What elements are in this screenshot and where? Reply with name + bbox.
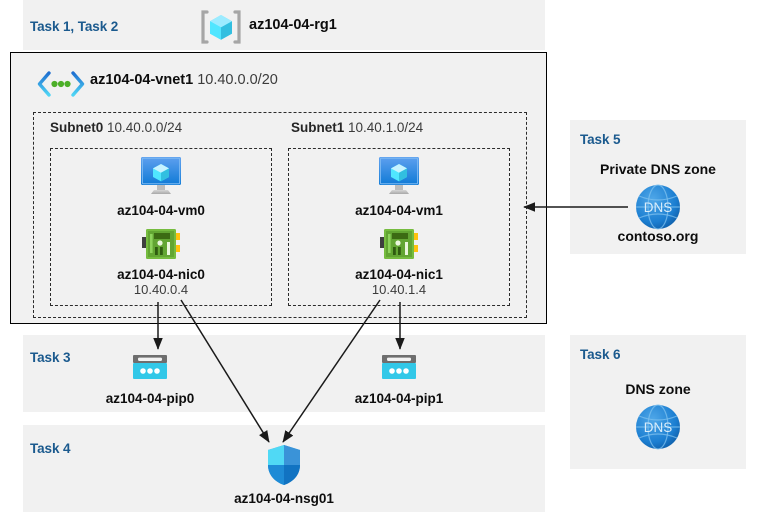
virtual-machine-icon (141, 157, 181, 194)
virtual-network-icon (36, 70, 86, 98)
nic0-ip: 10.40.0.4 (133, 282, 189, 297)
subnet0-name: Subnet0 (50, 120, 104, 135)
task-label-3: Task 3 (30, 350, 71, 365)
header-band-task1-task2 (23, 0, 545, 50)
subnet1-name: Subnet1 (291, 120, 345, 135)
nic1-label: az104-04-nic1 (355, 267, 443, 282)
task-label-6: Task 6 (580, 347, 621, 362)
task-label-1-2: Task 1, Task 2 (30, 19, 119, 34)
dns-zone-globe-icon: DNS (629, 182, 687, 232)
private-dns-zone-name: contoso.org (617, 228, 699, 244)
svg-text:DNS: DNS (644, 420, 673, 435)
public-ip-address-icon (382, 355, 416, 379)
virtual-machine-icon (379, 157, 419, 194)
vnet-container (10, 52, 547, 324)
private-dns-zone-heading: Private DNS zone (600, 161, 716, 177)
subnet1-box (288, 148, 510, 306)
node-vm0: az104-04-vm0 (81, 155, 241, 218)
subnet0-cidr: 10.40.0.0/24 (107, 120, 183, 135)
vnet-cidr: 10.40.0.0/20 (197, 72, 278, 88)
network-interface-icon (380, 229, 418, 259)
task-label-5: Task 5 (580, 132, 621, 147)
network-security-group-shield-icon (268, 445, 300, 485)
public-ip-address-icon (133, 355, 167, 379)
vnet-name: az104-04-vnet1 (90, 72, 194, 88)
node-vm1: az104-04-vm1 (319, 155, 479, 218)
nic0-label: az104-04-nic0 (117, 267, 205, 282)
nsg-label: az104-04-nsg01 (234, 491, 334, 506)
subnet0-box (50, 148, 272, 306)
nic1-ip: 10.40.1.4 (371, 282, 427, 297)
resource-group-name: az104-04-rg1 (249, 17, 337, 33)
pip0-label: az104-04-pip0 (105, 391, 195, 406)
subnet1-cidr: 10.40.1.0/24 (348, 120, 424, 135)
network-interface-icon (142, 229, 180, 259)
node-nic1: az104-04-nic1 10.40.1.4 (319, 226, 479, 297)
node-nic0: az104-04-nic0 10.40.0.4 (81, 226, 241, 297)
node-pip1: az104-04-pip1 (319, 353, 479, 406)
subnet0-title: Subnet0 10.40.0.0/24 (50, 120, 182, 135)
node-pip0: az104-04-pip0 (70, 353, 230, 406)
dns-zone-heading: DNS zone (625, 381, 691, 397)
pip1-label: az104-04-pip1 (354, 391, 444, 406)
svg-text:DNS: DNS (644, 200, 673, 215)
node-nsg: az104-04-nsg01 (204, 443, 364, 506)
resource-group-icon (200, 8, 242, 46)
subnet1-title: Subnet1 10.40.1.0/24 (291, 120, 423, 135)
vm0-label: az104-04-vm0 (117, 203, 205, 218)
dns-zone-globe-icon: DNS (629, 402, 687, 452)
task-label-4: Task 4 (30, 441, 71, 456)
vm1-label: az104-04-vm1 (355, 203, 443, 218)
vnet-title: az104-04-vnet1 10.40.0.0/20 (90, 72, 278, 88)
subnets-group (33, 112, 527, 318)
